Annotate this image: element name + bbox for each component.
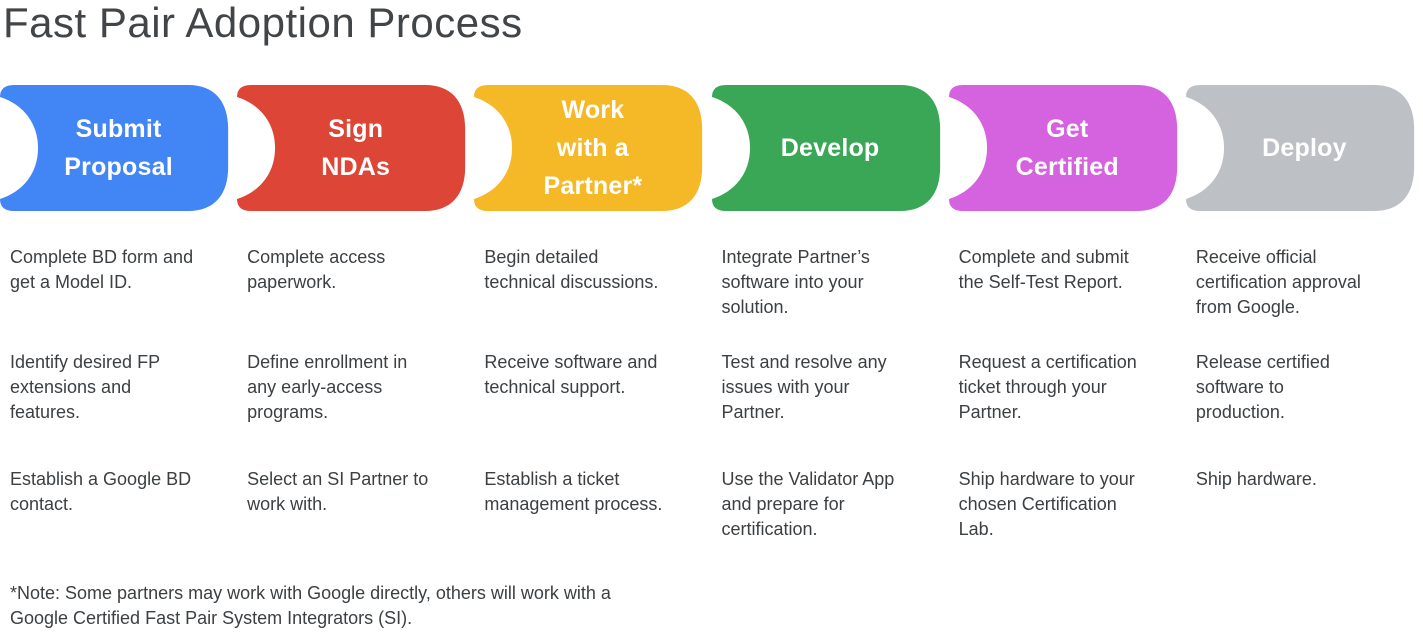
stage-arrow-path: [237, 85, 466, 211]
stage-arrow-path: [0, 85, 229, 211]
stage-sign-ndas: Sign NDAs: [237, 85, 474, 211]
stage-arrow-path: [711, 85, 940, 211]
footnote: *Note: Some partners may work with Googl…: [10, 583, 611, 628]
stage-label-deploy: Deploy: [1262, 134, 1347, 162]
stage-label-work-with-a-partner: Work with a Partner*: [543, 96, 643, 200]
stage-label-develop: Develop: [780, 134, 880, 162]
stage-arrow-shape: [474, 85, 703, 211]
stage-arrow-path: [1185, 85, 1414, 211]
page-title: Fast Pair Adoption Process: [3, 0, 523, 46]
step-sign-ndas-1: Complete access paperwork.: [247, 247, 386, 292]
stage-label-submit-proposal: Submit Proposal: [64, 115, 173, 181]
step-submit-proposal-1: Complete BD form and get a Model ID.: [10, 247, 194, 292]
stage-submit-proposal: Submit Proposal: [0, 85, 237, 211]
stage-deploy: Deploy: [1185, 85, 1423, 211]
stage-get-certified: Get Certified: [948, 85, 1186, 211]
step-deploy-3: Ship hardware.: [1195, 469, 1317, 489]
stage-arrow-shape: [237, 85, 466, 211]
step-get-certified-1: Complete and submit the Self-Test Report…: [958, 247, 1129, 292]
stage-arrow-shape: [711, 85, 940, 211]
stage-work-with-a-partner: Work with a Partner*: [474, 85, 711, 211]
step-develop-2: Test and resolve any issues with your Pa…: [721, 352, 887, 422]
stage-develop: Develop: [711, 85, 949, 211]
step-develop-1: Integrate Partner’s software into your s…: [721, 247, 870, 317]
step-develop-3: Use the Validator App and prepare for ce…: [721, 469, 895, 539]
step-row-2: Identify desired FP extensions and featu…: [0, 350, 1423, 425]
step-work-with-a-partner-1: Begin detailed technical discussions.: [484, 247, 659, 292]
step-get-certified-2: Request a certification ticket through y…: [958, 352, 1137, 422]
step-work-with-a-partner-2: Receive software and technical support.: [484, 352, 658, 397]
step-submit-proposal-3: Establish a Google BD contact.: [10, 469, 192, 514]
step-row-1: Complete BD form and get a Model ID. Com…: [0, 245, 1423, 320]
stage-label-deploy-get-certified: Get Certified: [1015, 115, 1119, 181]
step-submit-proposal-2: Identify desired FP extensions and featu…: [10, 352, 161, 422]
step-deploy-1: Receive official certification approval …: [1195, 247, 1361, 317]
stage-label-sign-ndas: Sign NDAs: [321, 115, 391, 181]
stage-arrow-path: [948, 85, 1177, 211]
stage-arrow-shape: [948, 85, 1177, 211]
step-sign-ndas-2: Define enrollment in any early-access pr…: [247, 352, 408, 422]
stage-arrow-path: [474, 85, 703, 211]
step-get-certified-3: Ship hardware to your chosen Certificati…: [958, 469, 1135, 539]
process-stage-row: Submit Proposal Sign NDAs Work with a Pa…: [0, 85, 1423, 211]
stage-arrow-shape: [0, 85, 229, 211]
step-row-3: Establish a Google BD contact. Select an…: [0, 467, 1423, 542]
step-deploy-2: Release certified software to production…: [1195, 352, 1330, 422]
step-work-with-a-partner-3: Establish a ticket management process.: [484, 469, 663, 514]
stage-arrow-shape: [1185, 85, 1414, 211]
step-sign-ndas-3: Select an SI Partner to work with.: [247, 469, 429, 514]
